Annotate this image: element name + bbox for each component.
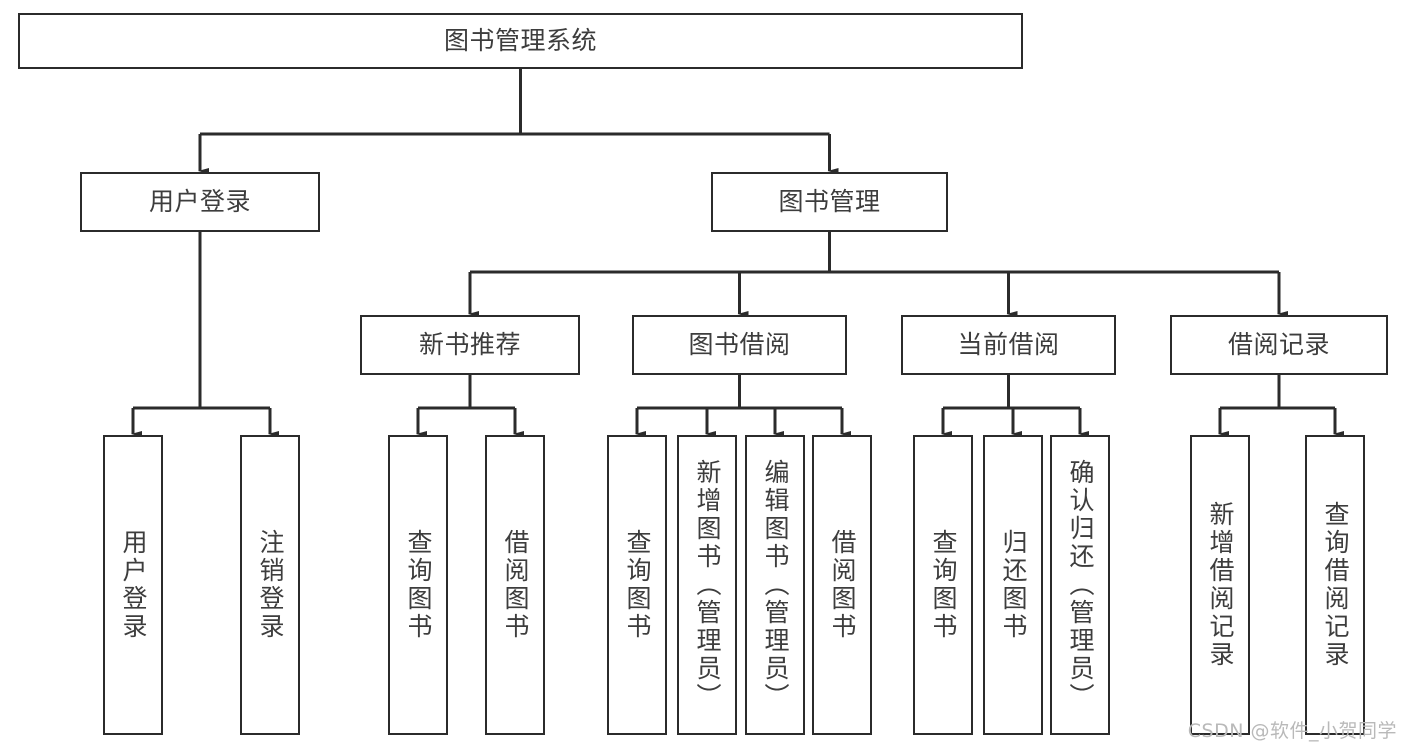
node-label-leaf-add-record: 新增借阅记录: [1206, 501, 1235, 669]
node-leaf-borrow-book-2[interactable]: 借阅图书: [812, 435, 872, 735]
node-label-records: 借阅记录: [1227, 330, 1330, 360]
node-borrow[interactable]: 图书借阅: [632, 315, 847, 375]
node-label-current: 当前借阅: [957, 330, 1060, 360]
node-newbook[interactable]: 新书推荐: [360, 315, 580, 375]
node-label-leaf-edit-book: 编辑图书（管理员）: [761, 459, 790, 711]
node-login[interactable]: 用户登录: [80, 172, 320, 232]
node-leaf-query-book-1[interactable]: 查询图书: [388, 435, 448, 735]
node-label-newbook: 新书推荐: [418, 330, 521, 360]
node-leaf-return-book[interactable]: 归还图书: [983, 435, 1043, 735]
node-label-leaf-user-login: 用户登录: [119, 529, 148, 641]
node-leaf-borrow-book-1[interactable]: 借阅图书: [485, 435, 545, 735]
node-leaf-confirm-return[interactable]: 确认归还（管理员）: [1050, 435, 1110, 735]
node-leaf-query-book-2[interactable]: 查询图书: [607, 435, 667, 735]
node-leaf-query-record[interactable]: 查询借阅记录: [1305, 435, 1365, 735]
connector-group: [131, 69, 1344, 437]
node-label-leaf-user-logout: 注销登录: [256, 529, 285, 641]
node-label-bookmgmt: 图书管理: [778, 187, 881, 217]
node-label-borrow: 图书借阅: [688, 330, 791, 360]
node-label-leaf-query-record: 查询借阅记录: [1321, 501, 1350, 669]
node-leaf-add-record[interactable]: 新增借阅记录: [1190, 435, 1250, 735]
node-label-leaf-confirm-return: 确认归还（管理员）: [1066, 459, 1095, 711]
node-label-login: 用户登录: [148, 187, 251, 217]
node-leaf-query-book-3[interactable]: 查询图书: [913, 435, 973, 735]
node-label-leaf-query-book-1: 查询图书: [404, 529, 433, 641]
node-label-leaf-add-book: 新增图书（管理员）: [693, 459, 722, 711]
node-label-leaf-borrow-book-1: 借阅图书: [501, 529, 530, 641]
node-leaf-user-logout[interactable]: 注销登录: [240, 435, 300, 735]
node-label-leaf-borrow-book-2: 借阅图书: [828, 529, 857, 641]
node-label-leaf-query-book-2: 查询图书: [623, 529, 652, 641]
node-leaf-user-login[interactable]: 用户登录: [103, 435, 163, 735]
node-root[interactable]: 图书管理系统: [18, 13, 1023, 69]
node-leaf-edit-book[interactable]: 编辑图书（管理员）: [745, 435, 805, 735]
node-bookmgmt[interactable]: 图书管理: [711, 172, 948, 232]
node-records[interactable]: 借阅记录: [1170, 315, 1388, 375]
node-current[interactable]: 当前借阅: [901, 315, 1116, 375]
node-label-root: 图书管理系统: [443, 26, 597, 56]
node-leaf-add-book[interactable]: 新增图书（管理员）: [677, 435, 737, 735]
node-label-leaf-query-book-3: 查询图书: [929, 529, 958, 641]
node-label-leaf-return-book: 归还图书: [999, 529, 1028, 641]
